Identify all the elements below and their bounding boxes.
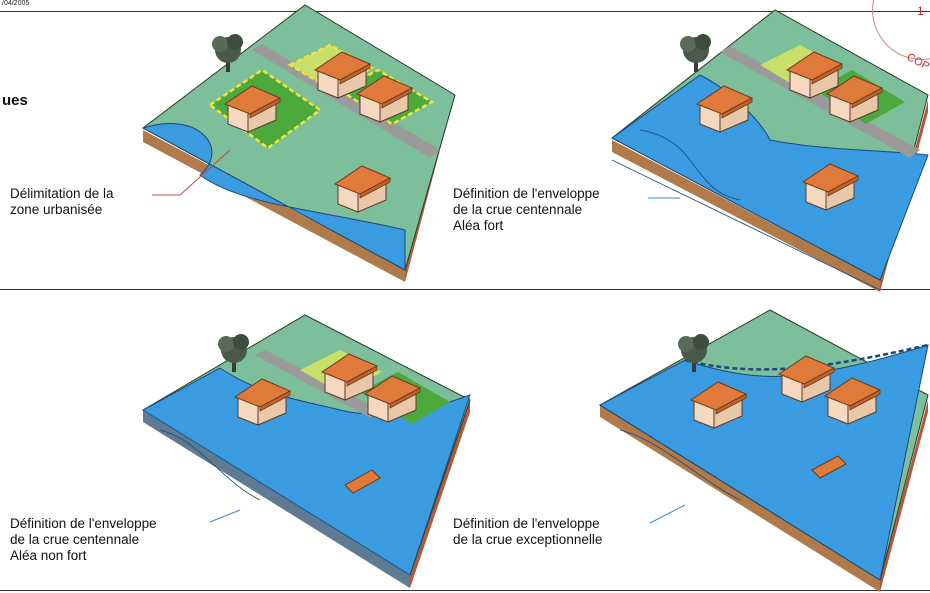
panel-3-centennial-moderate bbox=[142, 314, 471, 588]
panel-4-label-line-2: de la crue exceptionnelle bbox=[453, 532, 603, 547]
panel-2-curve bbox=[639, 129, 741, 201]
panel-3-soil-side bbox=[410, 400, 470, 588]
panel-2-label-line-1: Définition de l'enveloppe bbox=[453, 186, 600, 201]
panel-3-label: Définition de l'enveloppe de la crue cen… bbox=[10, 516, 157, 564]
panel-4-label-line-1: Définition de l'enveloppe bbox=[453, 516, 600, 531]
panel-2-soil-front bbox=[612, 140, 880, 292]
panel-3-label-line-1: Définition de l'enveloppe bbox=[10, 516, 157, 531]
panel-4-curve bbox=[619, 429, 741, 501]
panel-1-road bbox=[252, 44, 440, 158]
document-date: /04/2005 bbox=[2, 0, 30, 7]
panel-3-leader bbox=[209, 509, 241, 523]
panel-1-label-line-1: Délimitation de la bbox=[10, 186, 114, 201]
panel-1-urban-zone bbox=[141, 4, 456, 282]
panel-4-flood-limit bbox=[684, 343, 929, 371]
panel-2-centennial-strong bbox=[611, 9, 929, 292]
panel-2-label-line-2: de la crue centennale bbox=[453, 202, 583, 217]
panel-3-road bbox=[255, 350, 380, 418]
panel-4-soil-front bbox=[600, 405, 880, 592]
panel-3-submerged-roof bbox=[344, 469, 381, 494]
panel-4-submerged-roof bbox=[811, 455, 847, 479]
top-border bbox=[0, 11, 930, 12]
panel-4-soil-side bbox=[880, 400, 928, 592]
panel-1-label: Délimitation de la zone urbanisée bbox=[10, 186, 114, 218]
panel-4-leader bbox=[649, 504, 686, 524]
panel-2-road bbox=[720, 46, 920, 158]
panel-1-river bbox=[141, 123, 406, 271]
bottom-border bbox=[0, 590, 930, 591]
middle-divider bbox=[0, 289, 930, 290]
panel-4-flood bbox=[598, 344, 929, 581]
section-heading: ues bbox=[2, 92, 28, 109]
panel-3-curve bbox=[159, 429, 261, 501]
panel-1-leader-2 bbox=[179, 149, 231, 196]
panel-4-label: Définition de l'enveloppe de la crue exc… bbox=[453, 516, 602, 548]
panel-2-depth-line bbox=[611, 159, 881, 291]
panel-2-label-line-3: Aléa fort bbox=[453, 218, 504, 233]
panel-2-label: Définition de l'enveloppe de la crue cen… bbox=[453, 186, 600, 234]
panel-1-label-line-2: zone urbanisée bbox=[10, 202, 103, 217]
panel-4-exceptional bbox=[598, 309, 929, 592]
panel-3-label-line-2: de la crue centennale bbox=[10, 532, 140, 547]
page-number: 1 bbox=[917, 4, 924, 18]
panel-3-label-line-3: Aléa non fort bbox=[10, 548, 87, 563]
panel-3-water-front bbox=[143, 410, 410, 588]
